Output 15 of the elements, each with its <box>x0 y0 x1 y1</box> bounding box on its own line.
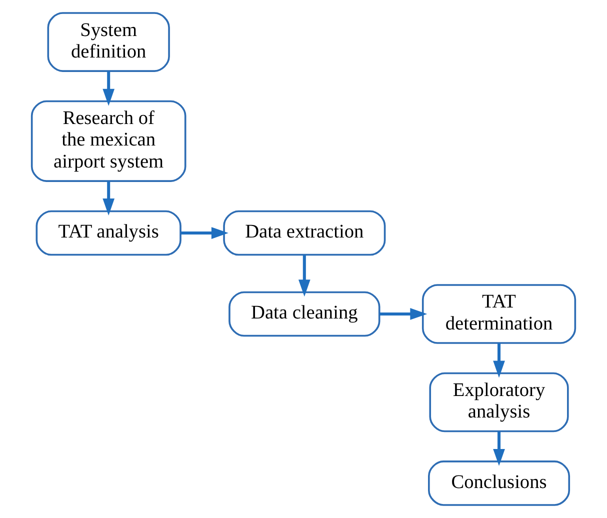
node-box: TAT determination <box>422 284 576 344</box>
node-box: Data cleaning <box>228 291 380 337</box>
node-box: Data extraction <box>223 210 386 256</box>
arrow <box>298 254 310 297</box>
node-box: Exploratory analysis <box>429 372 569 432</box>
arrow <box>102 181 115 216</box>
node-box: System definition <box>47 12 170 72</box>
arrow <box>493 431 505 466</box>
arrow <box>493 343 505 378</box>
arrow <box>102 71 115 106</box>
node-box: Research of the mexican airport system <box>30 100 186 182</box>
node-box: TAT analysis <box>36 210 182 256</box>
arrow <box>180 227 228 239</box>
arrow <box>380 308 428 320</box>
node-box: Conclusions <box>428 460 570 506</box>
